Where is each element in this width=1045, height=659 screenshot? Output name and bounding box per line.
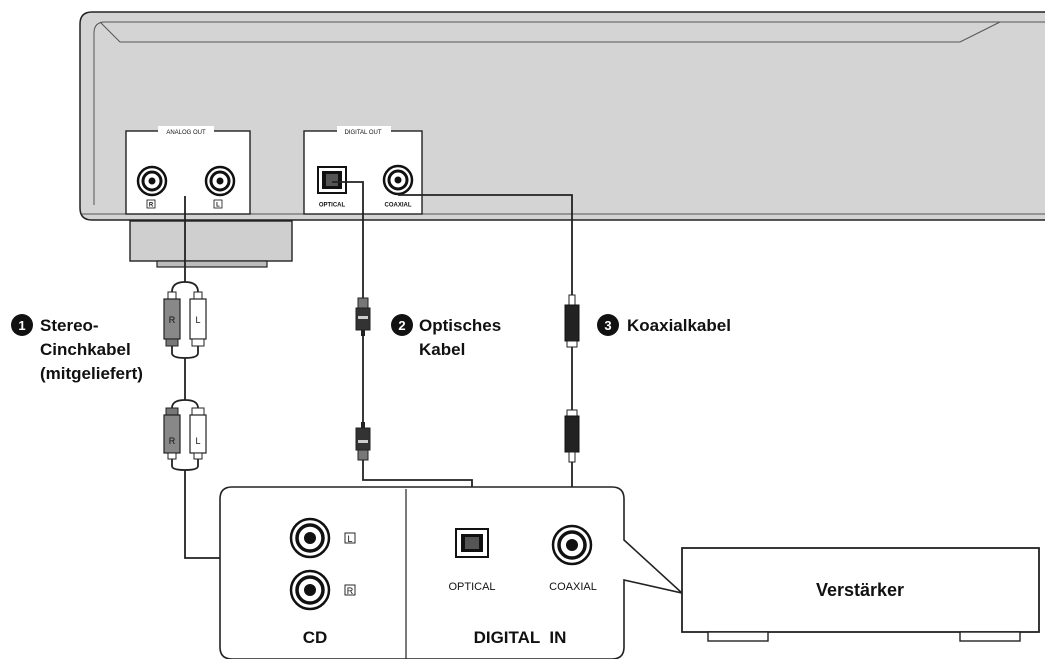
plug-r-label-lower: R (169, 436, 176, 446)
analog-out-r-label: R (149, 203, 154, 209)
analog-out-right-jack[interactable] (136, 165, 168, 197)
analog-out-left-jack[interactable] (204, 165, 236, 197)
amp-cd-right-jack[interactable] (289, 569, 331, 611)
callout-2-number: 2 (398, 318, 405, 333)
analog-out-l-label: L (216, 203, 220, 209)
rca-plug-left-upper: L (189, 291, 207, 347)
amp-optical-in-jack[interactable] (455, 528, 489, 558)
amp-cd-l-label: L (347, 534, 352, 544)
amplifier-box: Verstärker (681, 547, 1040, 642)
cd-player-rear-panel: ANALOG OUT R L DIGITAL OUT OPTICAL (79, 11, 1045, 268)
plug-r-label-upper: R (169, 315, 176, 325)
callout-1-number: 1 (18, 318, 25, 333)
rca-plug-right-upper: R (163, 291, 181, 347)
player-foot (129, 220, 293, 262)
coaxial-cable (398, 194, 580, 542)
callout-2-line-2: Kabel (419, 340, 465, 359)
player-top-bevel (93, 21, 1045, 205)
zoom-balloon (219, 486, 685, 659)
amp-cd-left-jack[interactable] (289, 517, 331, 559)
callout-1-line-2: Cinchkabel (40, 340, 131, 359)
coaxial-out-label: COAXIAL (385, 203, 412, 209)
player-foot-inner (156, 260, 268, 268)
amp-optical-label: OPTICAL (448, 581, 495, 593)
callout-1-line-1: Stereo- (40, 316, 99, 335)
plug-l-label-upper: L (195, 315, 200, 325)
callout-1-line-3: (mitgeliefert) (40, 364, 143, 383)
rca-plug-right-lower: R (163, 407, 181, 460)
amp-cd-title: CD (303, 628, 328, 647)
callout-coaxial-cable: 3 Koaxialkabel (597, 314, 731, 336)
plug-l-label-lower: L (195, 436, 200, 446)
amp-coaxial-in-jack[interactable] (551, 524, 593, 566)
amp-cd-r-label: R (347, 586, 354, 596)
analog-out-label: ANALOG OUT (166, 130, 206, 136)
amp-digital-in-title: DIGITAL IN (474, 628, 567, 647)
optical-out-jack[interactable] (317, 166, 347, 194)
callout-3-line-1: Koaxialkabel (627, 316, 731, 335)
amplifier-label: Verstärker (816, 580, 904, 600)
coaxial-out-jack[interactable] (382, 164, 414, 196)
callout-optical-cable: 2 Optisches Kabel (391, 314, 501, 359)
digital-out-label: DIGITAL OUT (344, 130, 381, 136)
amplifier-input-panel: L R CD OPTICAL COAXIAL DIGITAL IN (219, 486, 685, 659)
player-top-line (99, 21, 1001, 43)
rca-plug-left-lower: L (189, 407, 207, 460)
callout-stereo-cinch-cable: 1 Stereo- Cinchkabel (mitgeliefert) (11, 314, 143, 383)
optical-out-label: OPTICAL (319, 203, 346, 209)
callout-3-number: 3 (604, 318, 611, 333)
amp-coaxial-label: COAXIAL (549, 581, 597, 593)
callout-2-line-1: Optisches (419, 316, 501, 335)
